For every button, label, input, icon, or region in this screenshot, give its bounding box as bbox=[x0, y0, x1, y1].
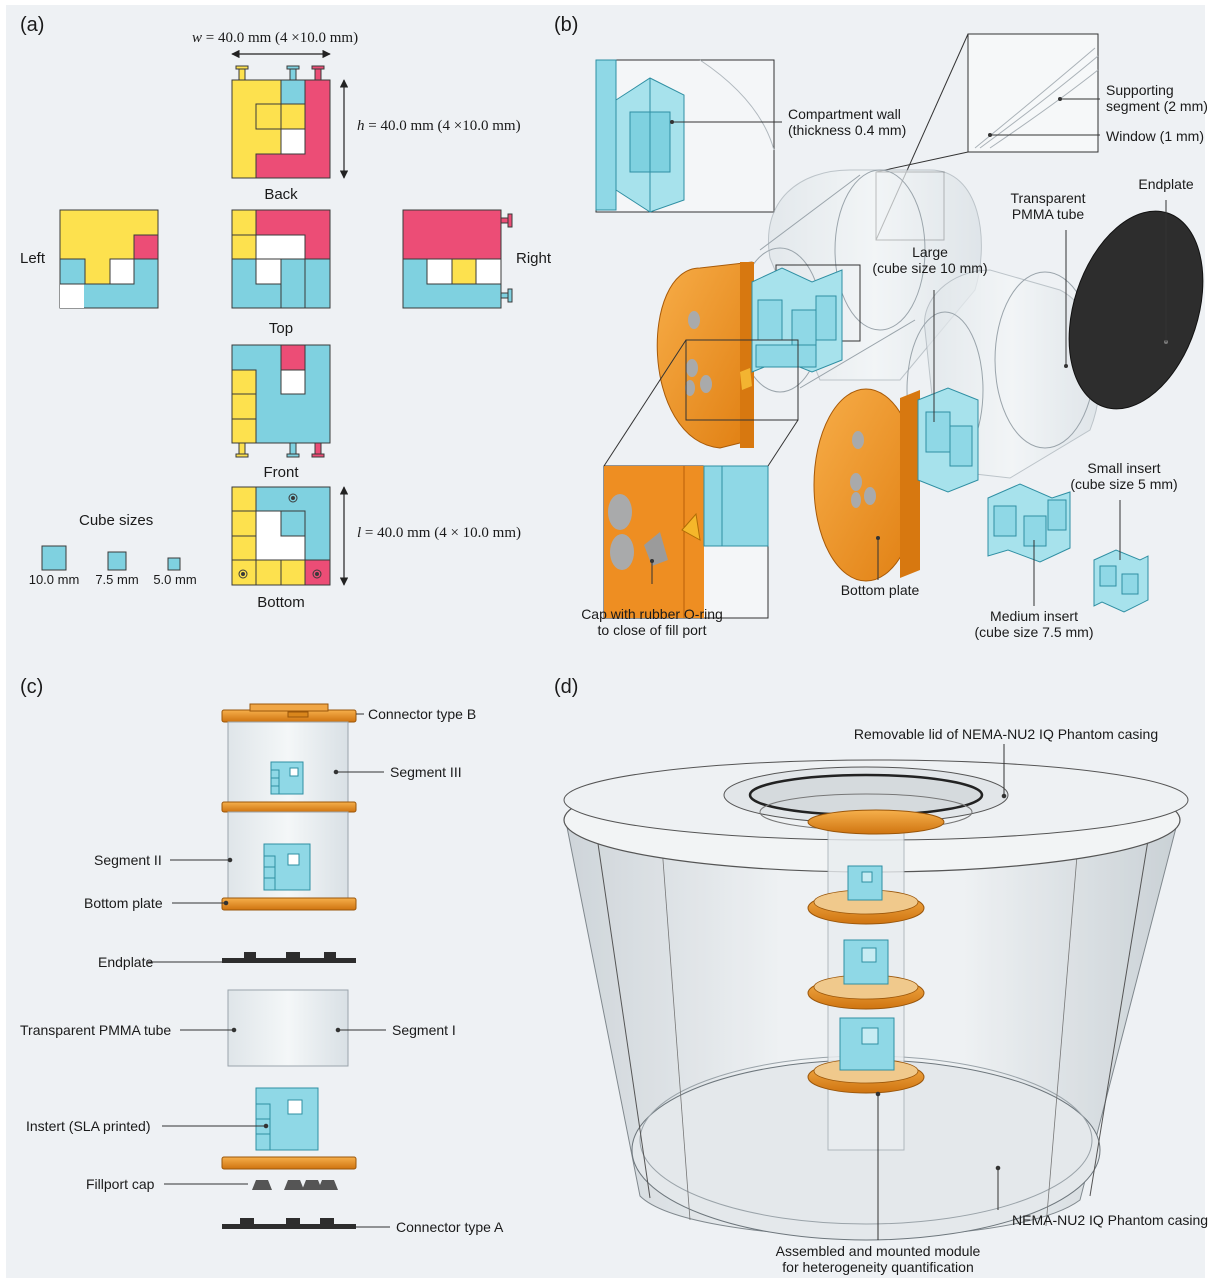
compartment-wall-label: Compartment wall(thickness 0.4 mm) bbox=[788, 106, 907, 139]
cube-7-5mm bbox=[107, 551, 127, 571]
cube-10mm bbox=[41, 545, 67, 571]
segment-iii-label: Segment III bbox=[390, 764, 462, 780]
view-label-back: Back bbox=[264, 186, 298, 203]
endplate-label-c: Endplate bbox=[98, 954, 154, 970]
width-dimension-label: w = 40.0 mm (4 ×10.0 mm) bbox=[192, 30, 359, 46]
view-label-top: Top bbox=[268, 320, 294, 337]
view-label-right: Right bbox=[516, 250, 552, 267]
bottom-plate-front bbox=[656, 261, 754, 449]
panel-d-graphics bbox=[563, 744, 1189, 1241]
panel-b-graphics bbox=[595, 33, 1204, 619]
view-label-left: Left bbox=[20, 250, 46, 267]
medium-insert-label: Medium insert(cube size 7.5 mm) bbox=[974, 608, 1094, 641]
cube-size-label: 5.0 mm bbox=[153, 572, 197, 587]
fillport-cap-label: Fillport cap bbox=[86, 1176, 155, 1192]
panel-label-a: (a) bbox=[20, 14, 45, 36]
view-label-front: Front bbox=[263, 464, 299, 481]
large-insert bbox=[751, 267, 843, 373]
medium-insert bbox=[987, 483, 1071, 563]
small-insert bbox=[1093, 549, 1149, 613]
endplate-label: Endplate bbox=[1138, 176, 1194, 192]
panel-label-d: (d) bbox=[554, 676, 579, 698]
view-label-bottom: Bottom bbox=[257, 594, 305, 611]
cube-size-label: 7.5 mm bbox=[95, 572, 139, 587]
cube-5mm bbox=[167, 557, 181, 571]
length-dimension-label: l = 40.0 mm (4 × 10.0 mm) bbox=[357, 525, 522, 541]
panel-c-graphics bbox=[148, 703, 390, 1229]
panel-label-c: (c) bbox=[20, 676, 44, 698]
segment-i-label: Segment I bbox=[392, 1022, 456, 1038]
top-view bbox=[231, 209, 331, 309]
module-stack bbox=[807, 865, 925, 1094]
height-dimension-label: h = 40.0 mm (4 ×10.0 mm) bbox=[357, 118, 521, 134]
large-insert-back bbox=[917, 387, 979, 493]
cube-size-label: 10.0 mm bbox=[28, 572, 80, 587]
cube-sizes-title: Cube sizes bbox=[79, 512, 154, 529]
removable-lid-label: Removable lid of NEMA-NU2 IQ Phantom cas… bbox=[853, 726, 1159, 742]
left-view bbox=[59, 209, 159, 309]
front-view bbox=[231, 344, 331, 458]
large-insert-label: Large(cube size 10 mm) bbox=[872, 244, 988, 277]
panel-label-b: (b) bbox=[554, 14, 579, 36]
connector-b-label: Connector type B bbox=[368, 706, 477, 722]
back-view bbox=[231, 65, 331, 179]
insert-sla-label: Instert (SLA printed) bbox=[26, 1118, 151, 1134]
connector-a-label: Connector type A bbox=[396, 1219, 504, 1235]
pmma-tube-label: Transparent PMMA tube bbox=[20, 1022, 172, 1038]
compartment-wall-inset bbox=[595, 59, 685, 213]
window-label: Window (1 mm) bbox=[1106, 128, 1205, 144]
panel-a-graphics bbox=[41, 49, 513, 586]
small-insert-label: Small insert(cube size 5 mm) bbox=[1070, 460, 1178, 493]
phantom-casing-label: NEMA-NU2 IQ Phantom casing bbox=[1012, 1212, 1209, 1228]
right-view bbox=[402, 209, 513, 309]
bottom-view bbox=[231, 486, 331, 586]
bottom-plate-label: Bottom plate bbox=[840, 582, 920, 598]
bottom-plate-label-c: Bottom plate bbox=[84, 895, 163, 911]
bottom-plate-back bbox=[813, 388, 920, 582]
segment-ii-label: Segment II bbox=[94, 852, 162, 868]
cube-size-swatches bbox=[41, 545, 181, 571]
